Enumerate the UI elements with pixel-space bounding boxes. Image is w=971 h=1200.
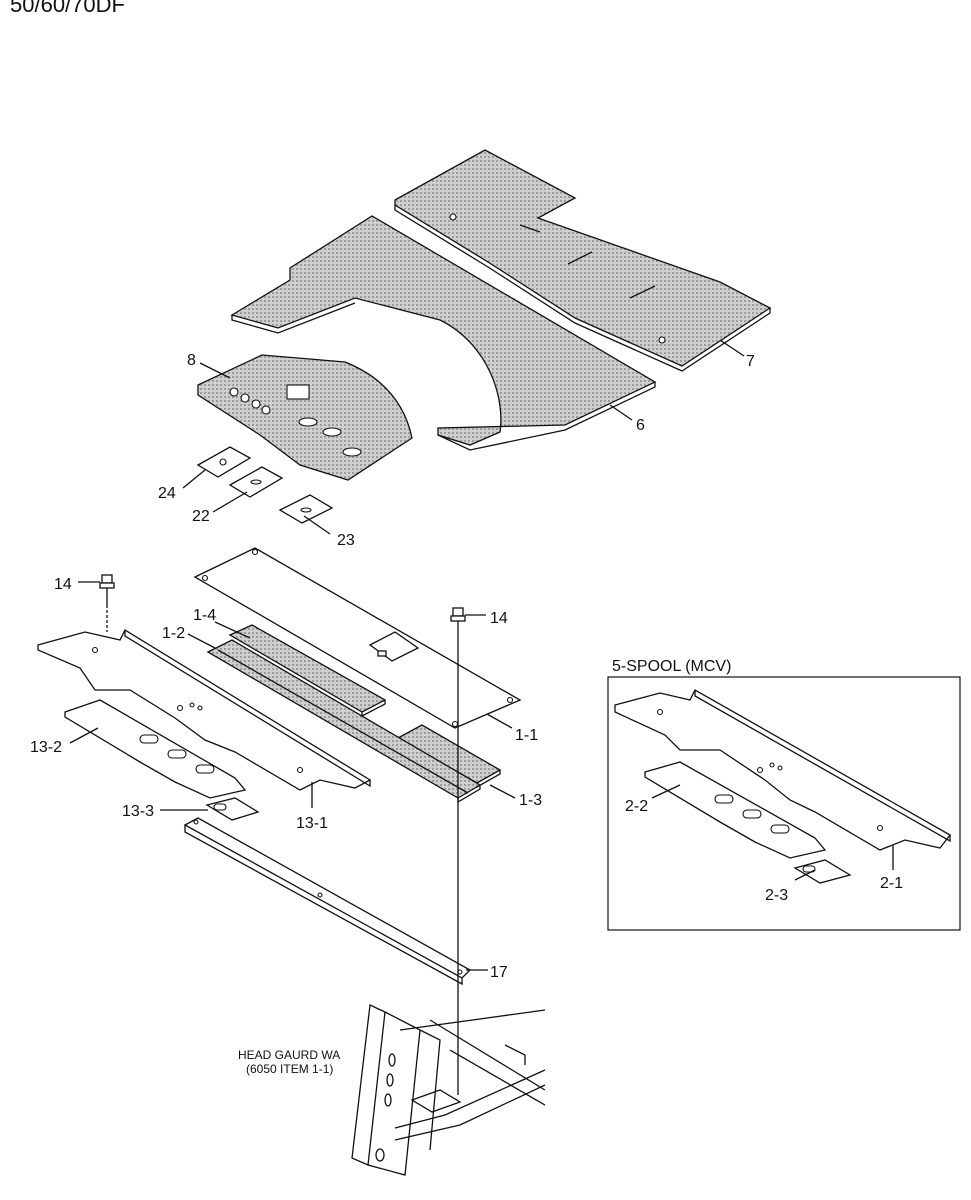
label-1-2: 1-2 — [162, 625, 185, 642]
part-8-front-mat[interactable] — [197, 354, 413, 481]
part-24-plate[interactable] — [196, 446, 252, 478]
note-line-2: (6050 ITEM 1-1) — [246, 1062, 333, 1076]
head-guard-frame — [351, 1004, 546, 1176]
label-13-2: 13-2 — [30, 739, 62, 756]
label-22: 22 — [192, 508, 210, 525]
label-7: 7 — [746, 353, 755, 370]
model-header: 50/60/70DF — [10, 0, 125, 17]
label-13-3: 13-3 — [122, 803, 154, 820]
part-1-1-cover-plate[interactable] — [193, 547, 522, 729]
leader-lines — [69, 339, 894, 971]
part-13-1-bracket[interactable] — [37, 629, 372, 791]
mat-slot — [342, 447, 362, 457]
part-14-bolt-right[interactable] — [450, 607, 466, 1095]
label-1-4: 1-4 — [193, 607, 216, 624]
part-22-plate[interactable] — [228, 466, 284, 498]
label-6: 6 — [636, 417, 645, 434]
part-6-floor-mat[interactable] — [230, 215, 657, 451]
label-2-3: 2-3 — [765, 887, 788, 904]
label-8: 8 — [187, 352, 196, 369]
label-1-1: 1-1 — [515, 727, 538, 744]
mat-hole — [229, 387, 239, 397]
part-7-floor-mat[interactable] — [394, 149, 772, 372]
part-14-bolt-left[interactable] — [99, 574, 115, 632]
label-23: 23 — [337, 532, 355, 549]
label-24: 24 — [158, 485, 176, 502]
label-1-3: 1-3 — [519, 792, 542, 809]
mat-hole — [658, 336, 666, 344]
part-13-3-shim[interactable] — [205, 797, 260, 821]
label-14-left: 14 — [54, 576, 72, 593]
mat-slot — [322, 427, 342, 437]
label-2-1: 2-1 — [880, 875, 903, 892]
label-13-1: 13-1 — [296, 815, 328, 832]
note-line-1: HEAD GAURD WA — [238, 1048, 340, 1062]
mat-slot — [286, 384, 310, 400]
mat-hole — [240, 393, 250, 403]
label-14-right: 14 — [490, 610, 508, 627]
inset-5-spool — [607, 676, 961, 931]
label-2-2: 2-2 — [625, 798, 648, 815]
part-1-4-pad[interactable] — [228, 624, 387, 718]
part-17-rail[interactable] — [183, 817, 472, 986]
label-17: 17 — [490, 964, 508, 981]
mat-hole — [251, 399, 261, 409]
mat-slot — [298, 417, 318, 427]
mat-hole — [449, 213, 457, 221]
inset-title: 5-SPOOL (MCV) — [612, 658, 731, 675]
mat-hole — [261, 405, 271, 415]
part-23-plate[interactable] — [278, 494, 334, 524]
